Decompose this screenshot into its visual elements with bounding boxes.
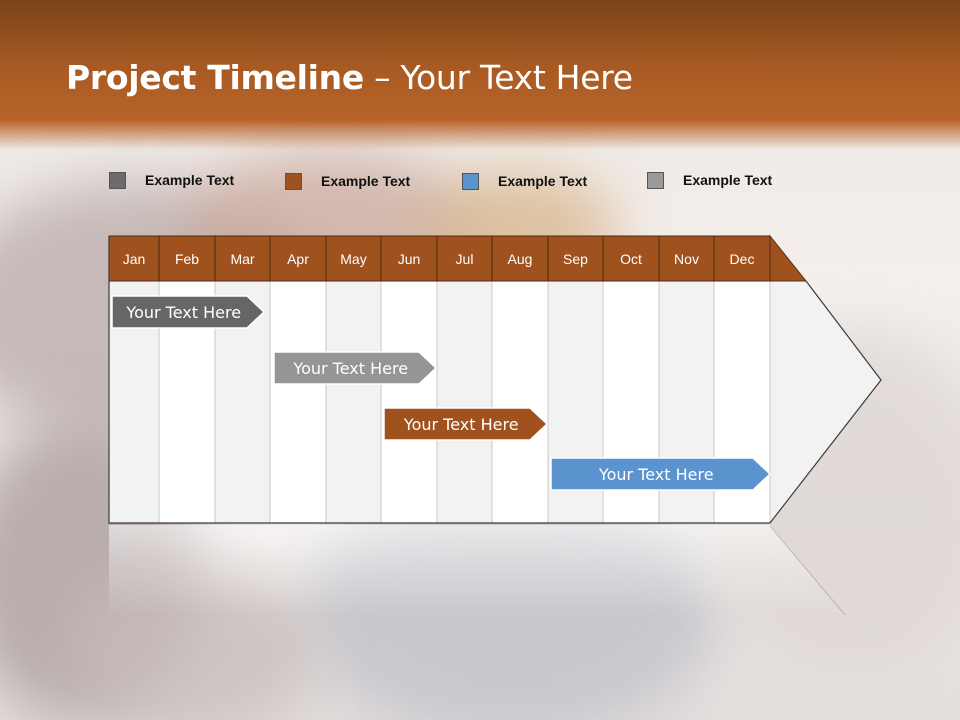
legend-label: Example Text [321,173,411,189]
timeline-outline [108,236,882,524]
header-arrow-cap [769,234,808,282]
legend-label: Example Text [683,172,773,188]
task-bar-label: Your Text Here [292,359,408,378]
legend-label: Example Text [498,173,588,189]
month-header: Jan Feb Mar Apr May Jun Jul Aug Sep Oct Nov Dec [108,234,808,282]
legend-item: Example Text [647,170,772,190]
month-column [491,280,549,524]
task-bar: Your Text Here [383,407,549,441]
month-label: Sep [563,251,588,267]
legend-item: Example Text [285,171,410,191]
month-column [436,280,493,524]
task-bar-shape [111,295,266,329]
legend-swatch [109,171,126,189]
task-bar-shape [273,351,438,385]
task-bar: Your Text Here [550,457,772,491]
task-bar-label: Your Text Here [403,415,519,434]
month-header-cell [658,235,715,282]
legend-item: Example Text [109,170,234,190]
task-bar-shape [383,407,549,441]
month-header-cell [713,235,771,282]
task-bar-shape [550,457,772,491]
legend-swatch [462,172,479,190]
task-bar: Your Text Here [111,295,266,329]
month-header-cell [436,235,493,282]
month-header-cell [602,235,660,282]
month-label: Jan [123,251,146,267]
chart-reflection [108,525,846,616]
task-bar: Your Text Here [273,351,438,385]
chart-outline [108,236,882,524]
month-label: Mar [230,251,254,267]
reflection-fill [109,525,845,615]
month-header-cell [108,235,160,282]
arrow-body [770,281,881,523]
month-label: Jun [398,251,421,267]
timeline-arrow [770,281,881,523]
month-label: Oct [620,251,642,267]
month-header-cell [380,235,438,282]
month-label: Feb [175,251,199,267]
legend-swatch [285,172,302,190]
slide-title: Project Timeline – Your Text Here [66,58,633,97]
task-bar-label: Your Text Here [125,303,241,322]
reflection-edge [769,525,846,616]
month-header-cell [214,235,271,282]
month-label: Nov [674,251,699,267]
title-rest: – Your Text Here [363,58,633,97]
month-column [380,280,438,524]
month-column [325,280,382,524]
month-header-cell [325,235,382,282]
title-banner [0,0,960,150]
month-label: Jul [456,251,474,267]
month-label: Apr [287,251,309,267]
month-label: Aug [508,251,533,267]
month-column [269,280,327,524]
month-label: Dec [730,251,755,267]
month-header-cell [547,235,604,282]
legend-label: Example Text [145,172,235,188]
month-header-cell [158,235,216,282]
legend-item: Example Text [462,171,587,191]
title-bold: Project Timeline [66,58,364,97]
task-bar-label: Your Text Here [598,465,714,484]
legend-swatch [647,171,664,189]
month-label: May [340,251,366,267]
